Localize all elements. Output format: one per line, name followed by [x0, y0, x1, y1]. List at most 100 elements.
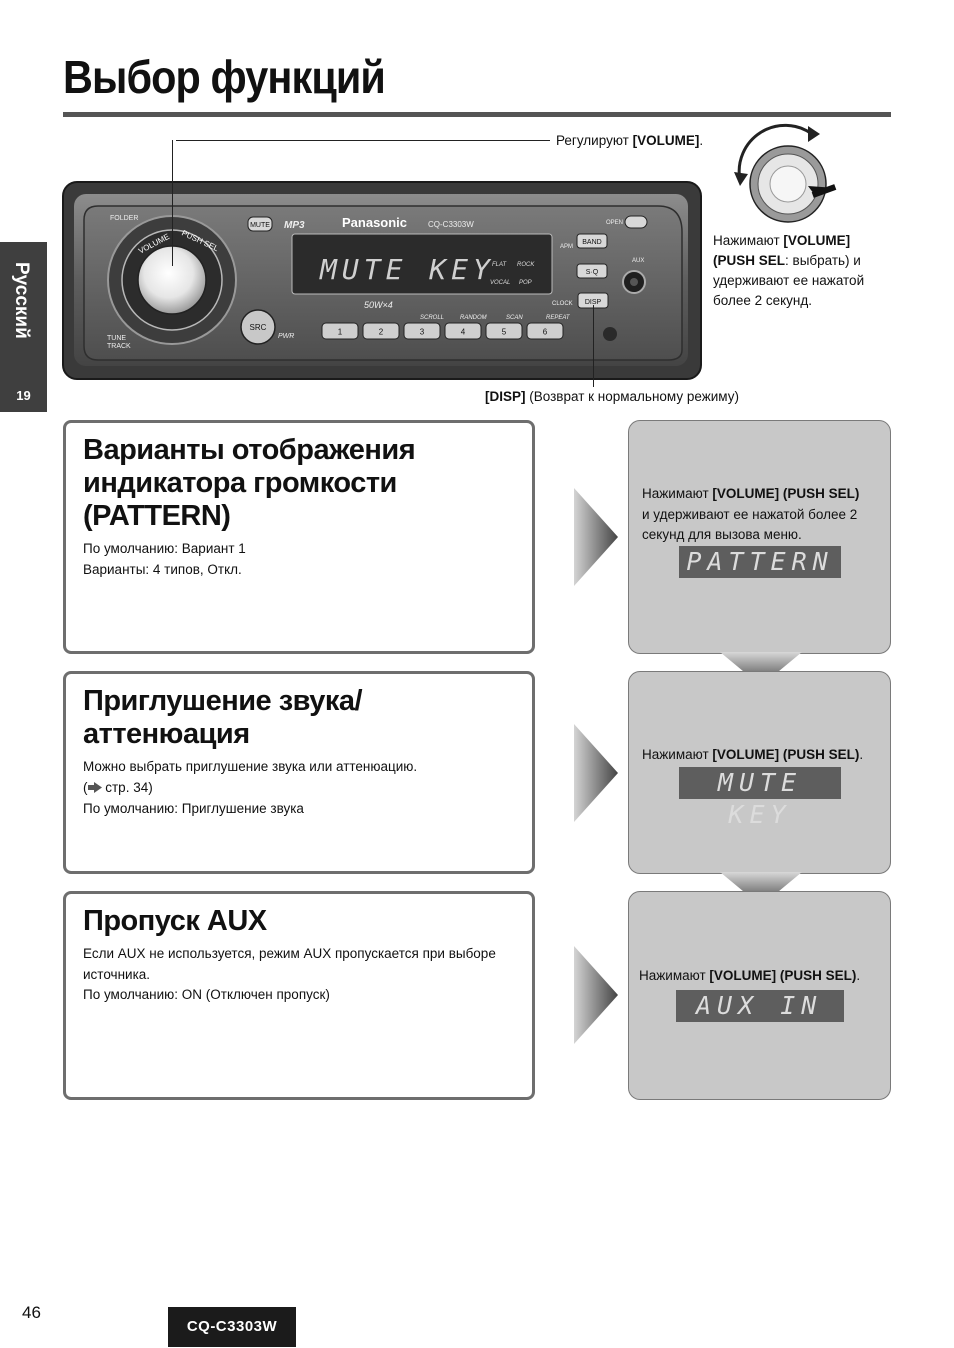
pattern-instr-line3: секунд для вызова меню.	[642, 527, 802, 542]
aux-lcd-display: AUX IN	[676, 990, 844, 1022]
disp-leader-line	[593, 305, 594, 387]
aux-default: По умолчанию: ON (Отключен пропуск)	[83, 987, 330, 1002]
volume-leader-drop	[172, 140, 173, 266]
mute-desc-line1: Можно выбрать приглушение звука или атте…	[83, 759, 418, 774]
pattern-lcd-display: PATTERN	[679, 546, 841, 578]
volume-adjust-caption: Регулируют [VOLUME].	[556, 131, 703, 151]
press-push-sel-key: (PUSH SEL	[713, 253, 786, 268]
page-number: 46	[22, 1303, 41, 1322]
mute-button-label: MUTE	[250, 222, 270, 229]
page-title: Выбор функций	[63, 51, 386, 103]
section-aux: Пропуск AUX Если AUX не используется, ре…	[63, 891, 535, 1100]
volume-key-label: [VOLUME]	[632, 133, 700, 148]
aux-instruction-text: Нажимают [VOLUME] (PUSH SEL).	[639, 966, 860, 987]
mute-instr-key: [VOLUME] (PUSH SEL)	[712, 747, 860, 762]
arrow-right-ref-icon	[87, 779, 102, 800]
pattern-instr-key: [VOLUME] (PUSH SEL)	[712, 486, 860, 501]
track-label: TRACK	[107, 343, 131, 350]
mute-default: По умолчанию: Приглушение звука	[83, 801, 304, 816]
section-number: 19	[16, 388, 31, 403]
disp-caption: [DISP] (Возврат к нормальному режиму)	[485, 387, 739, 407]
mute-page-ref: ( стр. 34)	[83, 778, 515, 800]
aux-instr-key: [VOLUME] (PUSH SEL)	[709, 968, 857, 983]
tune-label: TUNE	[107, 335, 126, 342]
press-line1-text: Нажимают	[713, 233, 784, 248]
mute-page-ref-text: стр. 34)	[101, 779, 153, 795]
model-footer-badge: CQ-C3303W	[168, 1307, 296, 1347]
arrow-down-icon	[720, 872, 802, 906]
scroll-label: SCROLL	[420, 315, 444, 321]
aux-instr-pre: Нажимают	[639, 968, 710, 983]
preset-button-6	[526, 322, 564, 340]
eq-pop-label: POP	[519, 280, 532, 286]
arrow-right-icon	[574, 946, 618, 1044]
brand-logo: Panasonic	[342, 215, 407, 230]
section-aux-description: Если AUX не используется, режим AUX проп…	[83, 944, 515, 1006]
src-button-label: SRC	[250, 323, 267, 332]
open-label: OPEN	[606, 220, 623, 226]
mute-page-ref-open: (	[83, 779, 88, 795]
section-pattern-title-line2: индикатора громкости (PATTERN)	[83, 467, 397, 532]
mute-lcd-display: MUTE KEY	[679, 767, 841, 829]
volume-adjust-text: Регулируют	[556, 133, 633, 148]
arrow-down-icon	[720, 652, 802, 686]
mute-instr-post: .	[859, 747, 864, 762]
section-mute-description: Можно выбрать приглушение звука или атте…	[83, 757, 515, 820]
section-aux-title: Пропуск AUX	[83, 905, 267, 937]
pattern-instruction-text: Нажимают [VOLUME] (PUSH SEL) и удерживаю…	[642, 484, 859, 546]
preset-label-6: 6	[543, 328, 548, 337]
eq-vocal-label: VOCAL	[490, 280, 510, 286]
apm-label: APM	[560, 244, 573, 250]
preset-label-3: 3	[420, 328, 425, 337]
press-hold-caption: Нажимают [VOLUME] (PUSH SEL: выбрать) и …	[713, 231, 864, 311]
mute-instruction-panel: Нажимают [VOLUME] (PUSH SEL). MUTE KEY	[628, 671, 891, 874]
volume-adjust-period: .	[699, 133, 704, 148]
preset-button-1	[321, 322, 359, 340]
pattern-instruction-panel: Нажимают [VOLUME] (PUSH SEL) и удерживаю…	[628, 420, 891, 654]
eq-rock-label: ROCK	[517, 262, 535, 268]
preset-label-4: 4	[461, 328, 466, 337]
press-volume-key: [VOLUME]	[783, 233, 851, 248]
arrow-right-icon	[574, 724, 618, 822]
band-button-label: BAND	[582, 239, 601, 246]
eq-flat-label: FLAT	[492, 262, 508, 268]
preset-label-2: 2	[379, 328, 384, 337]
preset-button-4	[444, 322, 482, 340]
head-unit-illustration: VOLUME PUSH SEL FOLDER TUNE TRACK MUTE M…	[62, 181, 702, 380]
arrow-right-icon	[574, 488, 618, 586]
preset-label-1: 1	[338, 328, 343, 337]
power-rating-label: 50W×4	[364, 300, 393, 310]
press-line4-text: более 2 секунд.	[713, 293, 812, 308]
preset-label-5: 5	[502, 328, 507, 337]
pattern-instr-line2: и удерживают ее нажатой более 2	[642, 506, 858, 522]
preset-buttons: 1 2 3 4 5 6	[321, 322, 564, 340]
mp3-logo: MP3	[284, 220, 305, 231]
device-display-text: MUTE KEY	[319, 253, 495, 286]
pattern-instr-pre: Нажимают	[642, 486, 713, 501]
mute-instruction-text: Нажимают [VOLUME] (PUSH SEL).	[642, 745, 863, 766]
disp-key-label: [DISP]	[485, 389, 526, 404]
random-label: RANDOM	[460, 315, 487, 321]
pwr-label: PWR	[278, 333, 294, 340]
section-pattern-description: По умолчанию: Вариант 1 Варианты: 4 типо…	[83, 539, 515, 580]
repeat-label: REPEAT	[546, 315, 571, 321]
pattern-default: По умолчанию: Вариант 1	[83, 541, 246, 556]
language-tab: Русский 19	[0, 242, 47, 412]
sq-button-label: S·Q	[586, 269, 599, 276]
aux-label: AUX	[632, 258, 644, 264]
language-label: Русский	[11, 262, 32, 339]
section-mute-title: Приглушение звука/аттенюация	[83, 685, 363, 750]
section-pattern: Варианты отображения индикатора громкост…	[63, 420, 535, 654]
volume-knob-icon	[734, 123, 837, 223]
folder-label: FOLDER	[110, 215, 138, 222]
section-pattern-title: Варианты отображения индикатора громкост…	[83, 434, 515, 533]
mute-instr-pre: Нажимают	[642, 747, 713, 762]
aux-desc-line2: источника.	[83, 966, 151, 982]
aux-instr-post: .	[856, 968, 861, 983]
title-rule	[63, 112, 891, 117]
section-mute: Приглушение звука/аттенюация Можно выбра…	[63, 671, 535, 874]
press-line3-text: удерживают ее нажатой	[713, 273, 865, 288]
disp-caption-text: (Возврат к нормальному режиму)	[525, 389, 739, 404]
aux-instruction-panel: Нажимают [VOLUME] (PUSH SEL). AUX IN	[628, 891, 891, 1100]
disp-button-label: DISP	[585, 299, 602, 306]
